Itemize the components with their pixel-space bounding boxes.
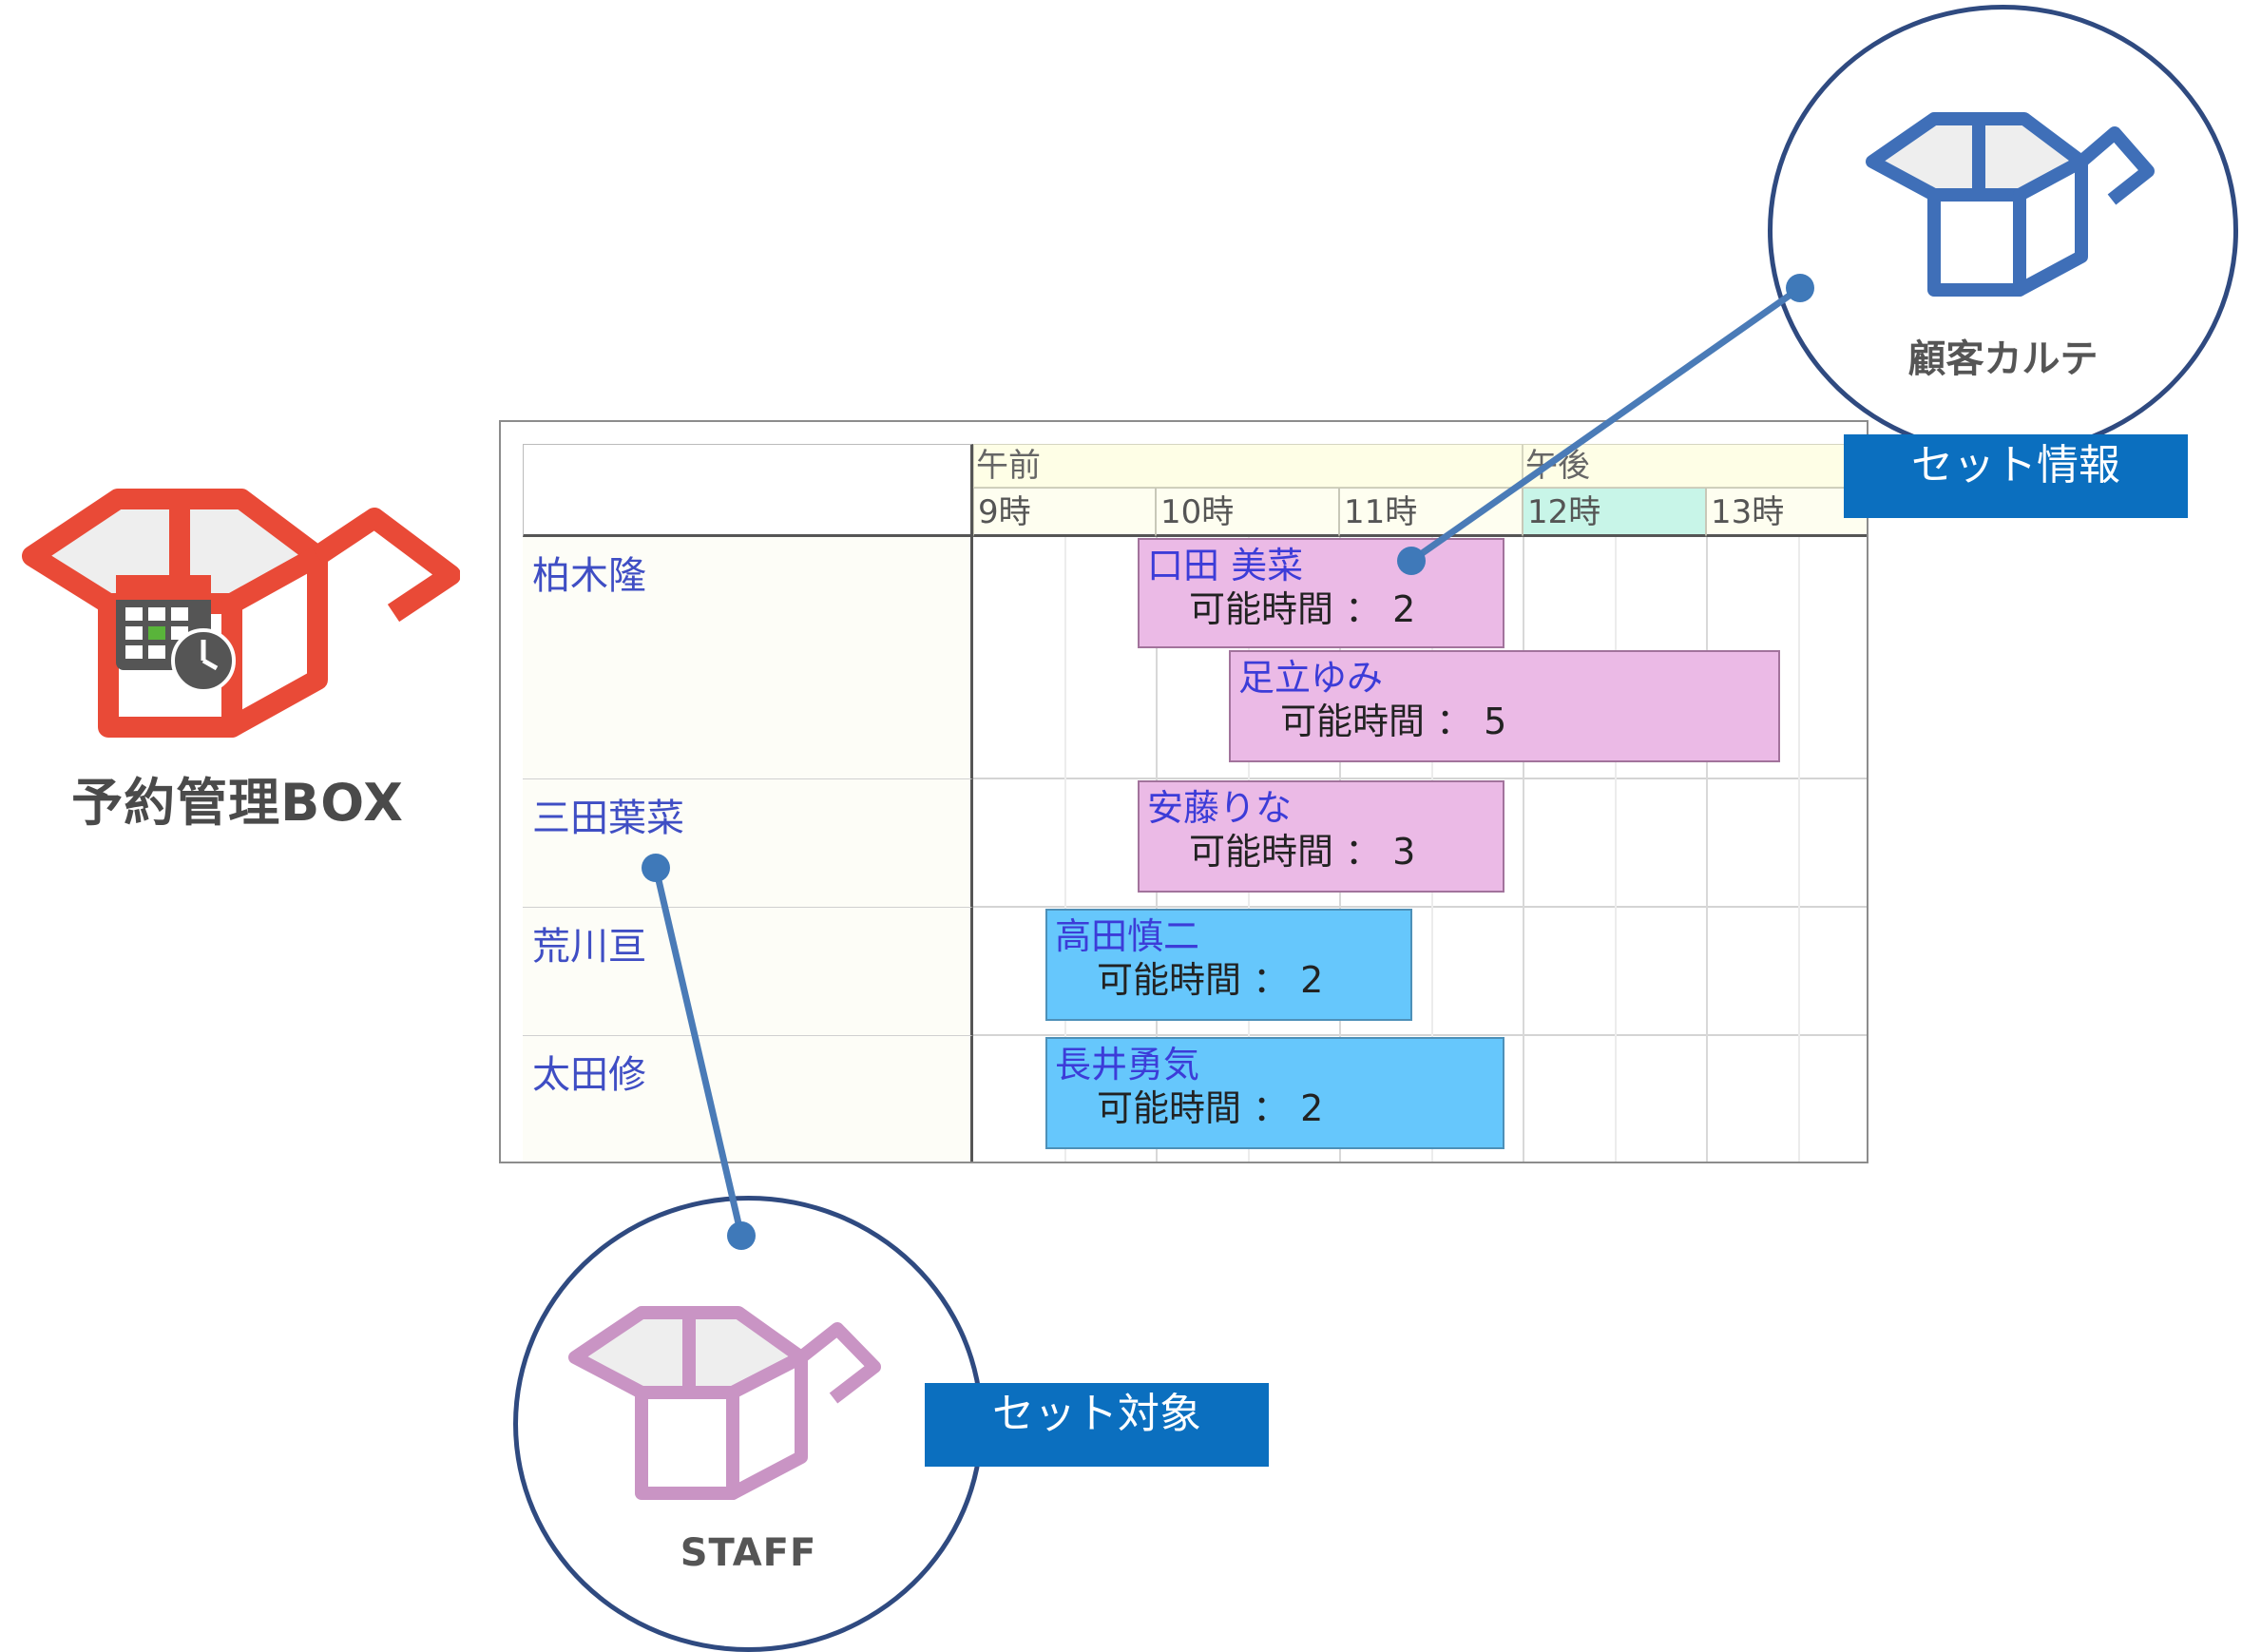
grid-line xyxy=(1064,537,1066,1162)
booking-customer-name[interactable]: 高田慎二 xyxy=(1055,915,1200,957)
period-pm: 午後 xyxy=(1523,444,1867,488)
booking-available-time: 可能時間 ： 3 xyxy=(1189,831,1416,873)
booking-block[interactable]: 安藤りな 可能時間 ： 3 xyxy=(1138,780,1504,893)
booking-customer-name[interactable]: 安藤りな xyxy=(1147,787,1293,829)
connector-dot xyxy=(1397,547,1426,575)
hour-13: 13時 xyxy=(1706,488,1867,537)
karte-box-icon xyxy=(1866,112,2155,297)
header-corner xyxy=(523,444,973,537)
hour-12: 12時 xyxy=(1523,488,1706,537)
booking-block[interactable]: 高田慎二 可能時間 ： 2 xyxy=(1045,909,1412,1021)
karte-label: 顧客カルテ xyxy=(1907,337,2098,381)
connector-dot xyxy=(1786,274,1814,302)
reservation-box-icon xyxy=(22,489,460,738)
app-logo xyxy=(13,432,460,832)
connector-dot xyxy=(727,1221,756,1250)
grid-line xyxy=(1523,537,1524,1162)
booking-block[interactable]: 口田 美菜 可能時間 ： 2 xyxy=(1138,538,1504,648)
staff-circle: STAFF xyxy=(513,1196,984,1652)
staff-row-label[interactable]: 荒川亘 xyxy=(523,908,973,1036)
booking-available-time: 可能時間 ： 2 xyxy=(1097,1087,1324,1129)
grid-line xyxy=(1706,537,1708,1162)
booking-available-time: 可能時間 ： 2 xyxy=(1097,959,1324,1001)
hour-11: 11時 xyxy=(1339,488,1523,537)
staff-row-label[interactable]: 柏木隆 xyxy=(523,537,973,779)
booking-block[interactable]: 足立ゆみ 可能時間 ： 5 xyxy=(1229,650,1780,762)
staff-row-label[interactable]: 三田葉菜 xyxy=(523,779,973,908)
calendar-clock-icon xyxy=(116,575,236,693)
booking-customer-name[interactable]: 長井勇気 xyxy=(1055,1044,1200,1085)
staff-row-label[interactable]: 太田修 xyxy=(523,1036,973,1162)
booking-available-time: 可能時間 ： 2 xyxy=(1189,588,1416,630)
hour-9: 9時 xyxy=(973,488,1156,537)
schedule-grid: 午前 午後 9時 10時 11時 12時 13時 柏木隆 三田葉菜 荒川亘 太田… xyxy=(499,420,1868,1163)
period-am: 午前 xyxy=(973,444,1523,488)
booking-block[interactable]: 長井勇気 可能時間 ： 2 xyxy=(1045,1037,1504,1149)
connector-dot xyxy=(642,854,670,882)
staff-row xyxy=(973,779,1867,908)
grid-line xyxy=(1798,537,1800,1162)
set-target-callout: セット対象 xyxy=(925,1383,1269,1467)
karte-circle: 顧客カルテ xyxy=(1768,5,2238,456)
connector-staff xyxy=(652,867,745,1237)
staff-label: STAFF xyxy=(680,1531,817,1575)
booking-available-time: 可能時間 ： 5 xyxy=(1280,701,1507,742)
set-info-callout: セット情報 xyxy=(1844,434,2188,518)
app-name: 予約管理BOX xyxy=(71,773,404,833)
staff-row xyxy=(973,537,1867,779)
booking-customer-name[interactable]: 口田 美菜 xyxy=(1147,545,1304,586)
connector-karte xyxy=(1408,285,1803,564)
grid-line xyxy=(1615,537,1617,1162)
booking-customer-name[interactable]: 足立ゆみ xyxy=(1238,657,1384,699)
staff-row xyxy=(973,908,1867,1036)
staff-box-icon xyxy=(568,1306,881,1500)
hour-10: 10時 xyxy=(1156,488,1339,537)
